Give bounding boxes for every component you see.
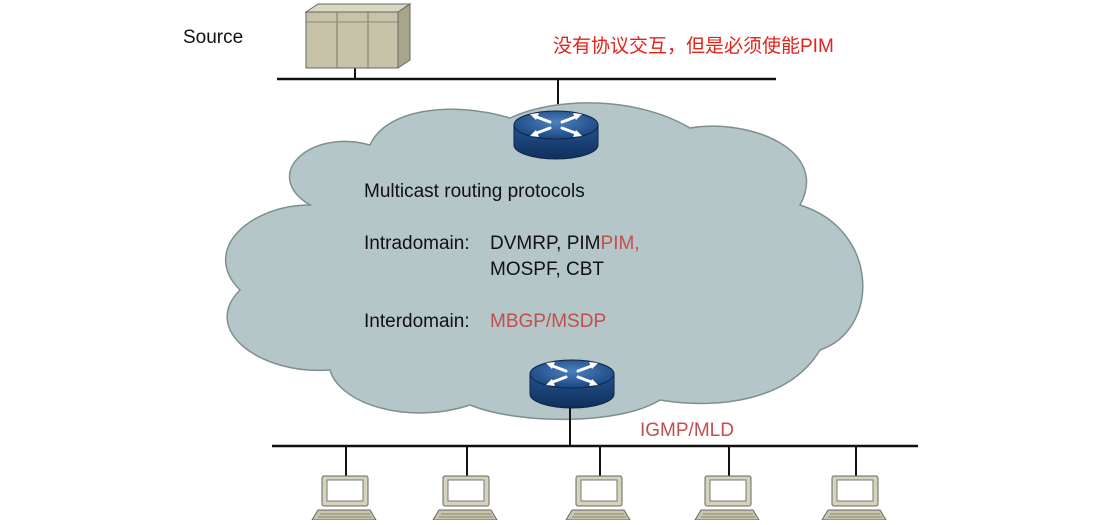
pc-icon xyxy=(432,475,498,521)
intradomain-protocols: DVMRP, PIMPIM, xyxy=(490,234,640,253)
router-icon xyxy=(512,109,600,161)
pc-icon xyxy=(565,475,631,521)
interdomain-protocols: MBGP/MSDP xyxy=(490,311,607,332)
cloud-title: Multicast routing protocols xyxy=(364,181,585,202)
source-label: Source xyxy=(183,27,244,48)
server-icon xyxy=(304,3,412,69)
pc-icon xyxy=(821,475,887,521)
pc-icon xyxy=(694,475,760,521)
host-protocol-label: IGMP/MLD xyxy=(640,420,734,441)
intradomain-label: Intradomain: xyxy=(364,233,470,254)
router-icon xyxy=(528,358,616,410)
pim-note: 没有协议交互，但是必须使能PIM xyxy=(553,36,834,57)
pc-icon xyxy=(311,475,377,521)
interdomain-label: Interdomain: xyxy=(364,311,470,332)
multicast-cloud xyxy=(225,102,864,421)
intradomain-protocols-text: DVMRP, PIM xyxy=(490,233,601,254)
intradomain-pim-highlight: PIM, xyxy=(600,233,640,254)
intradomain-protocols-line2: MOSPF, CBT xyxy=(490,259,605,280)
